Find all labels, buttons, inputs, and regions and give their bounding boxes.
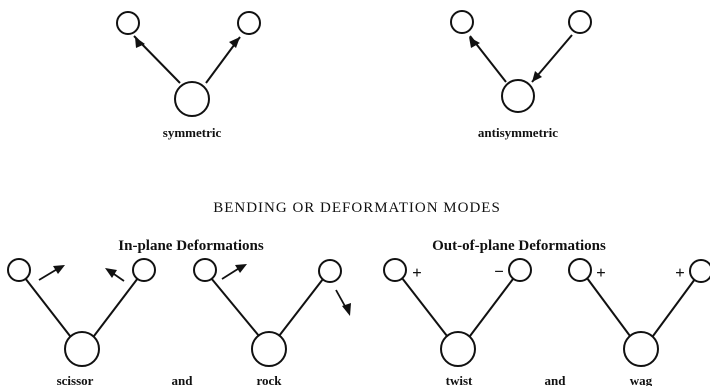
terminal-atom-left [383,258,407,282]
twist-minus-sign: − [494,262,504,281]
arrow-right-head [105,268,117,278]
arrow-right-head [342,303,351,316]
central-atom [251,331,287,367]
terminal-atom-right [568,10,592,34]
terminal-atom-right [508,258,532,282]
central-atom [174,81,210,117]
arrow-left-head [469,37,480,48]
bending-modes-heading: BENDING OR DEFORMATION MODES [213,200,501,216]
bond-left [586,277,631,337]
in-plane-and-label: and [172,373,194,386]
scissor-label: scissor [57,373,94,386]
twist-label: twist [446,373,473,386]
arrow-right-shaft [335,289,347,309]
symmetric-label: symmetric [163,125,222,140]
wag-label: wag [630,373,653,386]
terminal-atom-right [132,258,156,282]
terminal-atom-left [116,11,140,35]
antisymmetric-label: antisymmetric [478,125,558,140]
central-atom [501,79,535,113]
bond-right [652,278,696,337]
rock-molecule [193,258,351,367]
out-of-plane-and-label: and [545,373,567,386]
antisymmetric-stretch-molecule [450,10,592,113]
central-atom [623,331,659,367]
arrow-left-head [235,264,247,273]
arrow-right-head [532,71,542,82]
terminal-atom-left [7,258,31,282]
central-atom [440,331,476,367]
arrow-right-head [229,37,240,48]
in-plane-title: In-plane Deformations [118,238,264,254]
terminal-atom-left [568,258,592,282]
bond-left [210,277,260,337]
bond-right [93,277,139,337]
scissor-molecule [7,258,156,367]
terminal-atom-left [450,10,474,34]
wag-plus-sign-right: + [675,263,685,282]
arrow-left-head [53,265,65,274]
twist-molecule [383,258,532,367]
terminal-atom-right [318,259,342,283]
symmetric-stretch-molecule [116,11,261,117]
arrow-left-head [135,37,145,48]
wag-plus-sign-left: + [596,263,606,282]
wag-molecule [568,258,710,367]
terminal-atom-right [237,11,261,35]
twist-plus-sign: + [412,263,422,282]
terminal-atom-right [689,259,710,283]
terminal-atom-left [193,258,217,282]
out-of-plane-title: Out-of-plane Deformations [432,238,606,254]
rock-label: rock [256,373,282,386]
central-atom [64,331,100,367]
bond-left [401,277,448,337]
bond-right [469,278,514,337]
bond-right [278,278,324,337]
bond-left [24,277,71,337]
